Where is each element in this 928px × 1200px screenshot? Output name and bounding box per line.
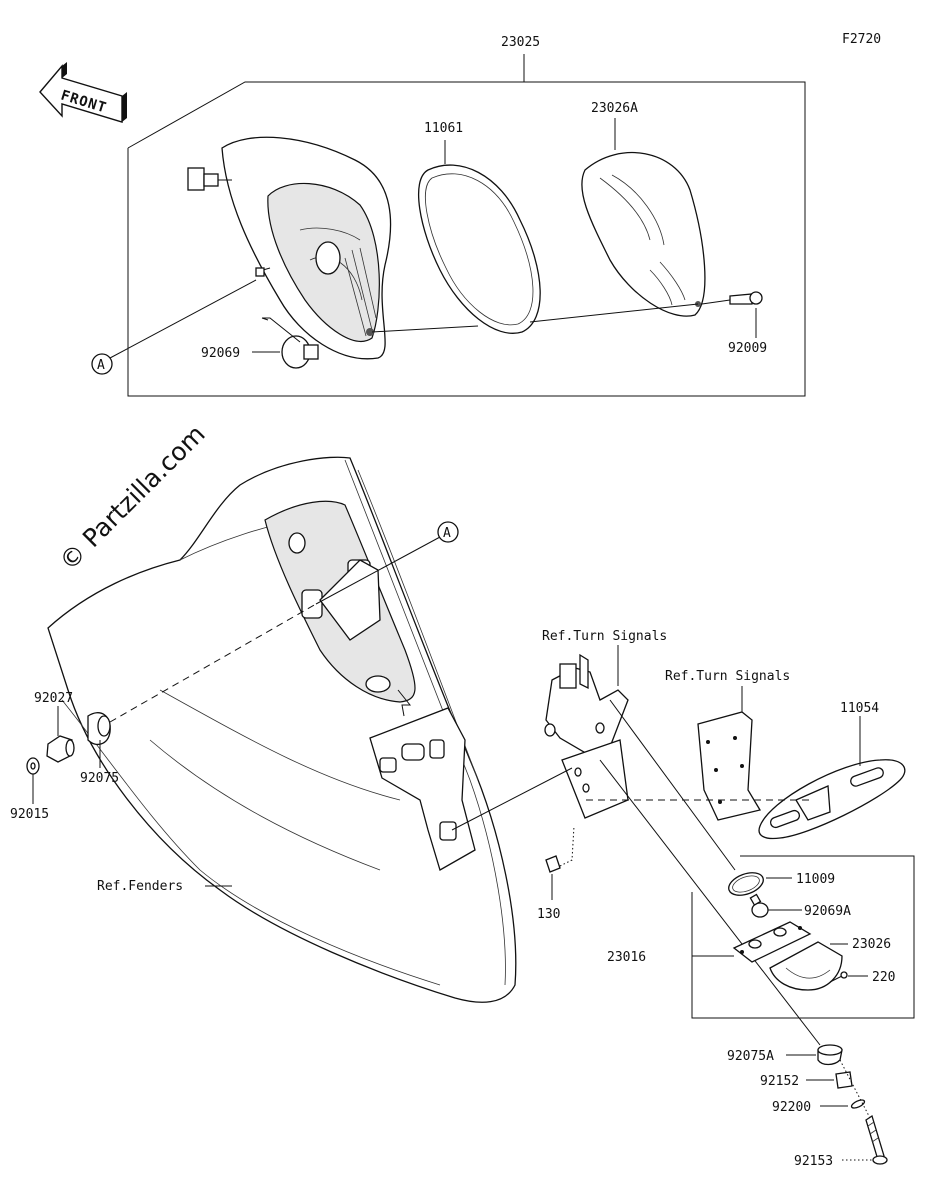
part-label-11009: 11009 <box>796 872 835 887</box>
lamp-lens-23026: 23026 <box>769 937 891 991</box>
part-label-220: 220 <box>872 970 895 985</box>
part-label-23025: 23025 <box>501 35 540 50</box>
taillight-housing <box>187 136 392 360</box>
part-label-92069A: 92069A <box>804 904 851 919</box>
bolt-92153: 92153 <box>794 1114 888 1169</box>
lens-23026A: 23026A <box>581 101 706 317</box>
ref-turn-signals-2-label: Ref.Turn Signals <box>665 669 790 684</box>
part-label-92075: 92075 <box>80 771 119 786</box>
part-label-92009: 92009 <box>728 341 767 356</box>
lamp-base-23016: 23016 <box>607 921 812 965</box>
bulb-92069A: 92069A <box>749 893 851 919</box>
part-label-11054: 11054 <box>840 701 879 716</box>
front-arrow-icon: FRONT <box>39 62 127 123</box>
washer-92015: 92015 <box>10 757 49 822</box>
screw-92009: 92009 <box>701 291 767 356</box>
part-label-11061: 11061 <box>424 121 463 136</box>
part-label-23026: 23026 <box>852 937 891 952</box>
callout-a-top-label: A <box>97 358 105 373</box>
grommet-92075: 92075 <box>80 712 119 786</box>
part-label-92152: 92152 <box>760 1074 799 1089</box>
collar-92152: 92152 <box>760 1071 853 1089</box>
washer-92200: 92200 <box>772 1099 866 1115</box>
callout-a-bottom-label: A <box>443 526 451 541</box>
gasket-11009 <box>728 872 764 896</box>
license-lamp-group: 11009 92069A 23016 23026 <box>607 855 915 1019</box>
turn-signal-bracket: Ref.Turn Signals <box>542 629 667 819</box>
nut-92027: 92027 <box>34 691 75 763</box>
callout-a-top <box>91 353 113 375</box>
ref-turn-signals-1-label: Ref.Turn Signals <box>542 629 667 644</box>
part-label-92075A: 92075A <box>727 1049 774 1064</box>
rear-fender <box>47 456 517 1003</box>
bolt-130: 130 <box>537 825 575 922</box>
part-label-23026A: 23026A <box>591 101 638 116</box>
part-label-92069: 92069 <box>201 346 240 361</box>
part-label-23016: 23016 <box>607 950 646 965</box>
part-label-130: 130 <box>537 907 560 922</box>
grommet-92075A: 92075A <box>727 1044 843 1066</box>
screw-220: 220 <box>829 970 895 985</box>
gasket-11061: 11061 <box>417 121 541 334</box>
bulb-92069: 92069 <box>201 317 319 369</box>
diagram-id: F2720 <box>842 32 881 47</box>
part-label-92153: 92153 <box>794 1154 833 1169</box>
turn-signal-plate: Ref.Turn Signals <box>665 669 790 821</box>
callout-a-bottom <box>437 521 459 543</box>
part-label-92027: 92027 <box>34 691 73 706</box>
part-label-92015: 92015 <box>10 807 49 822</box>
taillight-assembly-group: 23025 11061 <box>91 35 806 397</box>
ref-fenders-label: Ref.Fenders <box>97 879 183 894</box>
bracket-11054: 11054 <box>758 701 906 840</box>
part-label-92200: 92200 <box>772 1100 811 1115</box>
